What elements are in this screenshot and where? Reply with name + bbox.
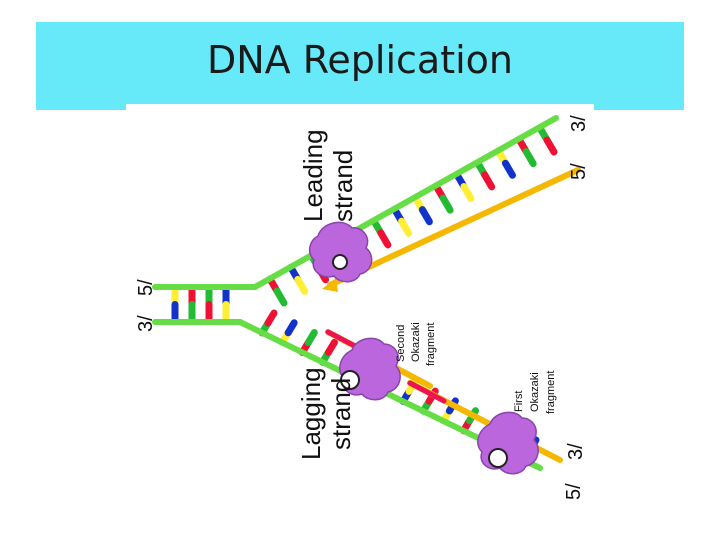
enzyme-clamp-ring	[332, 254, 348, 270]
upper-base-rung	[481, 171, 496, 191]
second-okazaki-primer	[325, 329, 358, 349]
enzyme-clamp-ring	[340, 370, 360, 390]
second-okazaki-label-line1: Second	[395, 325, 407, 362]
parental-base-pairs	[171, 286, 230, 323]
upper-template-backbone	[252, 115, 559, 290]
upper-base-rung	[418, 206, 433, 226]
lower-template-5-prime-label: 5/	[563, 483, 585, 500]
enzyme-clamp-ring	[488, 448, 508, 468]
first-okazaki-primer	[407, 380, 447, 404]
first-okazaki-label-line3: fragment	[545, 371, 557, 414]
polymerase-leading-enzyme	[308, 221, 373, 283]
leading-strand-5-prime-label: 5/	[568, 163, 590, 180]
upper-base-rung	[273, 287, 288, 307]
figure-top-mask	[126, 104, 594, 116]
upper-base-rung	[501, 159, 516, 179]
title-band	[36, 22, 684, 110]
lower-base-rung	[304, 329, 318, 347]
slide-title: DNA Replication	[206, 38, 514, 82]
upper-base-rung	[398, 217, 413, 237]
leading-strand-label-line2: strand	[328, 150, 358, 222]
upper-base-rung	[439, 194, 454, 214]
upper-base-rung	[522, 148, 537, 168]
lower-base-rung	[324, 338, 338, 356]
upper-base-rung	[377, 229, 392, 249]
lower-base-rung	[284, 319, 298, 337]
parental-5-prime-label: 5/	[135, 279, 157, 296]
second-okazaki-label-line2: Okazaki	[410, 322, 422, 362]
parental-3-prime-label: 3/	[135, 315, 157, 332]
leading-strand-label-line1: Leading	[298, 129, 328, 222]
first-okazaki-label-line1: First	[513, 391, 525, 412]
first-okazaki-label-line2: Okazaki	[529, 372, 541, 412]
upper-template-3-prime-label: 3/	[568, 115, 590, 132]
upper-base-rung	[294, 275, 309, 295]
upper-base-rung	[460, 182, 475, 202]
lower-base-rung	[264, 309, 278, 327]
lagging-fragment-3-prime-label: 3/	[565, 443, 587, 460]
leading-strand-backbone	[327, 167, 581, 288]
lagging-strand-label-line2: strand	[326, 378, 356, 450]
upper-base-rung	[543, 136, 558, 156]
second-okazaki-label-line3: fragment	[425, 323, 437, 366]
lagging-strand-label-line1: Lagging	[296, 367, 326, 460]
leading-strand-arrowhead	[322, 278, 338, 292]
